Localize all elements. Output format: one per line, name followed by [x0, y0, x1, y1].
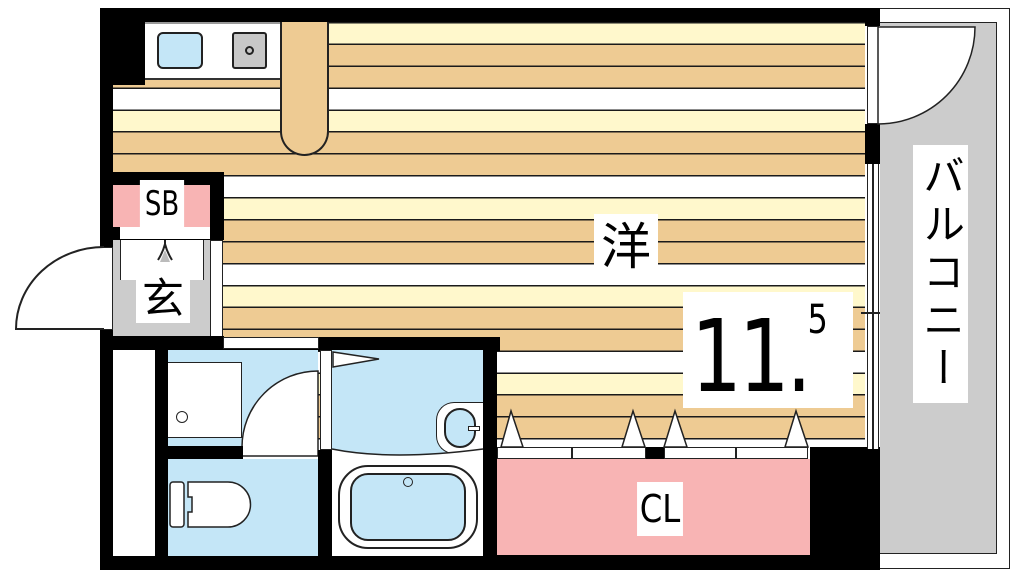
washing-machine-pan[interactable]: [168, 362, 242, 438]
arrow-up-icon: [157, 240, 173, 262]
entry-door-swing[interactable]: [14, 246, 106, 332]
corridor-opening: [223, 337, 319, 349]
closet-door-panel[interactable]: [664, 447, 736, 459]
window-sash[interactable]: [867, 164, 879, 449]
entrance-right-jamb: [210, 240, 223, 337]
western-room-label: 洋: [594, 214, 658, 279]
faucet-icon: [468, 426, 480, 431]
balcony-label: バルコニー: [913, 145, 968, 403]
room-area-main: 11.: [691, 298, 812, 415]
closet-label: CL: [637, 482, 683, 536]
kitchen-sink[interactable]: [157, 32, 203, 69]
bath-door-icon: [332, 351, 380, 368]
closet-door-panel[interactable]: [572, 447, 646, 459]
entrance-label: 玄: [136, 275, 190, 323]
balcony-door-swing[interactable]: [877, 26, 978, 126]
entrance-right-wall: [210, 172, 224, 240]
bath-floor-edge: [331, 448, 484, 463]
bathtub[interactable]: [338, 465, 478, 549]
closet-door-post: [646, 447, 664, 459]
wall-top: [100, 8, 880, 22]
refrigerator-space: [280, 22, 329, 156]
wall-kitchen-corner: [100, 8, 145, 85]
window-center-mark: [861, 312, 885, 314]
bath-wall-right: [483, 337, 497, 567]
shoe-box-label: SB: [139, 180, 185, 228]
closet-doors: [497, 447, 810, 459]
drain-icon: [176, 411, 188, 423]
room-area: 11. 5: [683, 292, 853, 408]
storage-strip: [113, 350, 155, 556]
closet-door-markers: [500, 408, 810, 448]
bath-door-frame: [320, 350, 332, 450]
stove[interactable]: [232, 32, 267, 69]
balcony-label-text: バルコニー: [916, 154, 966, 394]
sb-gap: [120, 227, 210, 239]
toilet-bath-wall: [318, 450, 332, 556]
washroom-toilet-wall: [168, 446, 243, 459]
storage-wall: [155, 350, 168, 556]
wall-right-top: [865, 8, 880, 26]
wall-bottom-right-block: [810, 447, 880, 570]
burner-icon: [245, 46, 254, 55]
entrance-step: [120, 240, 204, 280]
wall-right-mid: [865, 124, 880, 164]
washroom-door-swing[interactable]: [240, 370, 320, 458]
toilet[interactable]: [168, 480, 258, 530]
wall-left-lower: [100, 330, 113, 570]
bathtub-drain-icon: [403, 477, 413, 487]
closet-door-panel[interactable]: [736, 447, 808, 459]
window-track: [872, 164, 874, 449]
closet-door-panel[interactable]: [497, 447, 572, 459]
room-area-decimal: 5: [807, 297, 828, 343]
